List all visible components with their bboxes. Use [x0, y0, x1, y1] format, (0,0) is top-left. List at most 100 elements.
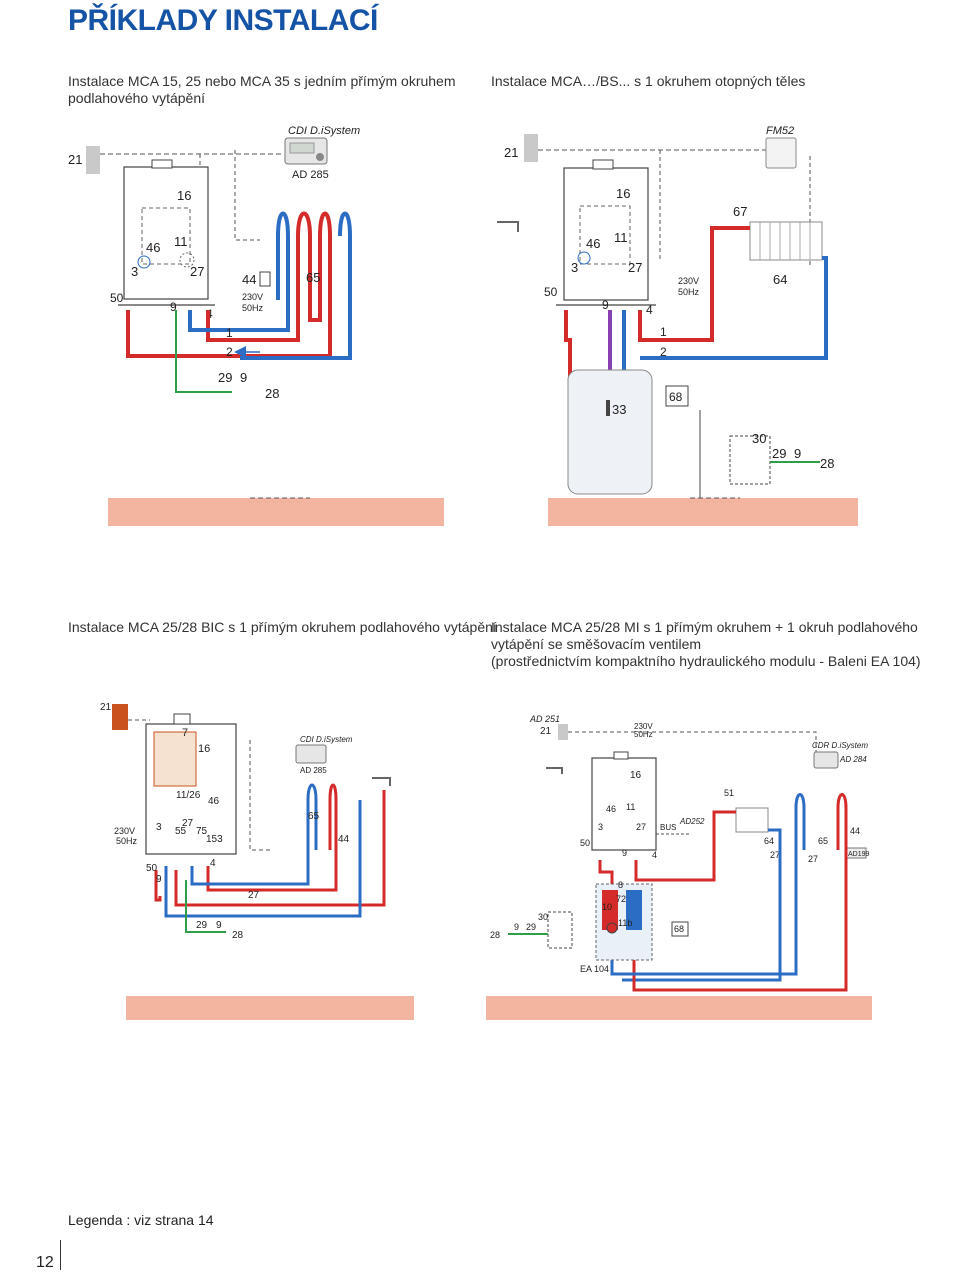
controller-label: CDR D.iSystem — [812, 741, 868, 750]
safety-group-68 — [665, 385, 689, 407]
pump-icon — [179, 252, 195, 268]
module-return-header — [626, 890, 642, 930]
label-46: 46 — [586, 236, 600, 251]
cold-pipe — [164, 800, 362, 918]
boiler-body — [123, 166, 209, 300]
ad251-label: AD 251 — [529, 714, 560, 724]
label-1: 1 — [660, 325, 667, 339]
floor-flow-pipe — [206, 783, 338, 892]
controller-knob-icon — [316, 153, 324, 161]
diagram1-caption-line1: Instalace MCA 15, 25 nebo MCA 35 s jední… — [68, 73, 456, 89]
label-28: 28 — [820, 456, 834, 471]
diagram4-caption-line2: vytápění se směšovacím ventilem — [491, 636, 702, 652]
boiler-body — [591, 757, 657, 851]
floor-slab — [548, 498, 858, 526]
floor-return-pipe — [190, 783, 318, 886]
label-65: 65 — [818, 836, 828, 846]
voltage-label: 230V — [242, 292, 263, 302]
label-21: 21 — [540, 726, 552, 737]
label-27: 27 — [636, 822, 646, 832]
label-9: 9 — [602, 298, 609, 312]
boiler-body — [563, 167, 649, 301]
label-50: 50 — [146, 863, 158, 874]
label-27: 27 — [190, 264, 204, 279]
module-flow-header — [602, 890, 618, 930]
diagram4-caption-line3: (prostřednictvím kompaktního hydraulické… — [491, 653, 921, 669]
radiator-64 — [735, 807, 769, 833]
control-wire — [234, 150, 260, 241]
diagram2: 21 FM52 16 46 11 3 27 50 9 4 230V 50Hz 6… — [497, 125, 858, 526]
label-65: 65 — [306, 270, 320, 285]
label-67: 67 — [733, 204, 747, 219]
label-50: 50 — [544, 285, 558, 299]
brick-chimney-icon — [112, 704, 128, 730]
label-11: 11 — [174, 234, 188, 249]
floor-slab — [126, 996, 414, 1020]
label-27b: 27 — [770, 850, 780, 860]
ad284-label: AD 284 — [839, 755, 867, 764]
ad199-label: AD199 — [848, 851, 870, 858]
label-30: 30 — [538, 912, 548, 922]
label-11b: 11b — [618, 918, 632, 928]
radiator-return-pipe — [622, 828, 782, 982]
label-9: 9 — [156, 874, 162, 885]
label-46: 46 — [208, 796, 220, 807]
wall-sensor-21 — [86, 146, 100, 174]
label-29: 29 — [196, 920, 208, 931]
radiator-fins — [759, 222, 811, 260]
radiator-flow-pipe — [634, 810, 736, 882]
cylinder-sensor — [606, 400, 610, 416]
label-64: 64 — [773, 272, 787, 287]
label-44: 44 — [242, 272, 256, 287]
diagram1: 21 CDI D.iSystem AD 285 16 46 11 3 27 50… — [68, 125, 444, 526]
boiler-flue — [613, 751, 629, 760]
diagram4: AD 251 21 230V 50Hz CDR D.iSystem AD 284… — [486, 714, 872, 1020]
drain-pipe — [185, 880, 226, 933]
module-label: AD 285 — [292, 169, 329, 181]
floor-slab — [108, 498, 444, 526]
voltage-label: 230V — [114, 826, 135, 836]
label-65: 65 — [308, 811, 320, 822]
label-75: 75 — [196, 826, 208, 837]
diagram3-caption: Instalace MCA 25/28 BIC s 1 přímým okruh… — [68, 619, 497, 635]
boiler-flue — [592, 159, 614, 170]
module-label: AD 285 — [300, 766, 327, 775]
bus-label: BUS — [660, 823, 676, 832]
label-29: 29 — [218, 370, 232, 385]
controller-label: CDI D.iSystem — [288, 125, 360, 137]
controller-label: FM52 — [766, 125, 794, 137]
label-9: 9 — [170, 300, 177, 314]
label-28: 28 — [232, 930, 244, 941]
label-9b: 9 — [216, 920, 222, 931]
label-29: 29 — [772, 446, 786, 461]
label-16: 16 — [616, 186, 630, 201]
label-44: 44 — [850, 826, 860, 836]
faucet-icon — [546, 767, 563, 774]
drain-pipe — [175, 310, 232, 393]
label-28: 28 — [490, 930, 500, 940]
circulator-pump-icon — [606, 922, 618, 934]
radiator-64 — [749, 221, 823, 261]
label-64: 64 — [764, 836, 774, 846]
label-68: 68 — [674, 924, 684, 934]
label-9b: 9 — [240, 370, 247, 385]
dhw-pipe — [174, 790, 386, 907]
label-2: 2 — [660, 345, 667, 359]
faucet-icon — [372, 777, 391, 786]
label-27: 27 — [628, 260, 642, 275]
label-3: 3 — [598, 822, 603, 832]
floor-flow-pipe — [632, 793, 848, 992]
legend-note: Legenda : viz strana 14 — [68, 1212, 214, 1228]
diagram3: 21 7 16 11/26 46 3 27 55 75 153 CDI D.iS… — [100, 702, 414, 1020]
controller-cdr-disystem — [813, 751, 839, 769]
label-68: 68 — [669, 390, 683, 404]
thermostat-44 — [259, 271, 271, 287]
return-pipe — [640, 256, 828, 360]
boiler-internal — [141, 207, 191, 265]
boiler-flow-pipe — [598, 860, 614, 890]
label-3: 3 — [571, 260, 578, 275]
control-wire — [249, 740, 270, 851]
label-9b: 9 — [514, 922, 519, 932]
pump-icon — [137, 255, 151, 269]
